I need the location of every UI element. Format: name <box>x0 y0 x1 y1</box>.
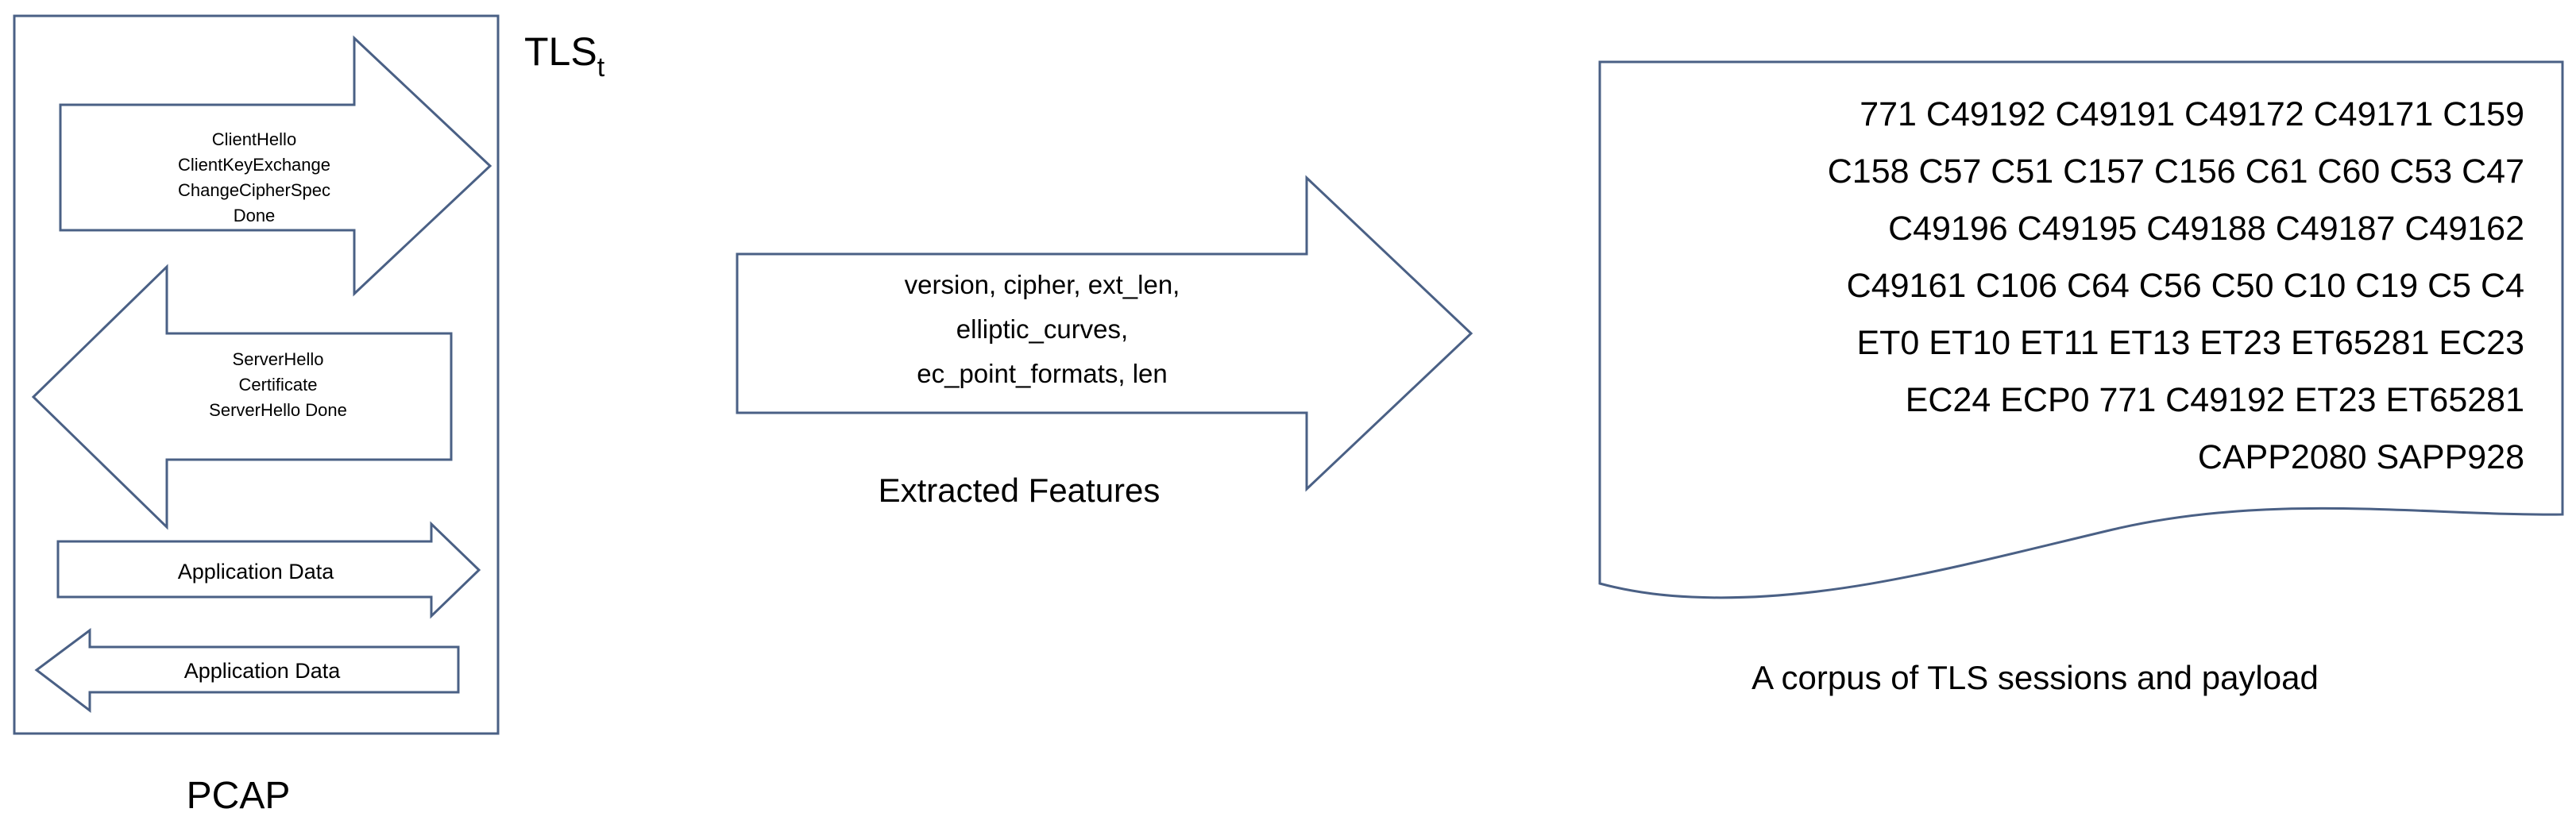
client-message: ClientHello <box>212 129 296 149</box>
feature-line: elliptic_curves, <box>956 314 1128 344</box>
corpus-line: EC24 ECP0 771 C49192 ET23 ET65281 <box>1906 381 2524 419</box>
client-message: Done <box>234 206 276 225</box>
corpus-line: C49161 C106 C64 C56 C50 C10 C19 C5 C4 <box>1847 267 2524 305</box>
corpus-caption: A corpus of TLS sessions and payload <box>1751 659 2319 696</box>
client-message: ClientKeyExchange <box>178 155 330 175</box>
features-arrow <box>736 175 1473 492</box>
server-arrow <box>31 264 453 530</box>
client-message: ChangeCipherSpec <box>178 180 330 200</box>
corpus-line: C158 C57 C51 C157 C156 C61 C60 C53 C47 <box>1828 152 2524 191</box>
corpus-text: 771 C49192 C49191 C49172 C49171 C159 C15… <box>1828 95 2524 476</box>
server-message: Certificate <box>238 375 317 395</box>
feature-line: ec_point_formats, len <box>917 359 1168 388</box>
server-message: ServerHello <box>233 349 324 369</box>
corpus-line: C49196 C49195 C49188 C49187 C49162 <box>1888 210 2524 248</box>
client-arrow <box>59 35 492 297</box>
client-messages: ClientHello ClientKeyExchange ChangeCiph… <box>178 129 330 225</box>
feature-line: version, cipher, ext_len, <box>905 270 1180 299</box>
pcap-caption: PCAP <box>187 775 291 817</box>
app-data-in-arrow <box>34 628 460 714</box>
app-data-in-label: Application Data <box>184 659 342 683</box>
app-data-out-label: Application Data <box>178 560 335 583</box>
tls-label: TLSt <box>524 29 605 83</box>
server-message: ServerHello Done <box>209 400 347 420</box>
features-caption: Extracted Features <box>879 472 1161 509</box>
corpus-line: ET0 ET10 ET11 ET13 ET23 ET65281 EC23 <box>1856 324 2524 362</box>
app-data-out-arrow <box>56 521 481 619</box>
corpus-document <box>1598 60 2564 599</box>
corpus-line: 771 C49192 C49191 C49172 C49171 C159 <box>1860 95 2524 133</box>
features-list: version, cipher, ext_len, elliptic_curve… <box>905 270 1180 388</box>
server-messages: ServerHello Certificate ServerHello Done <box>209 349 347 420</box>
corpus-line: CAPP2080 SAPP928 <box>2198 438 2524 476</box>
